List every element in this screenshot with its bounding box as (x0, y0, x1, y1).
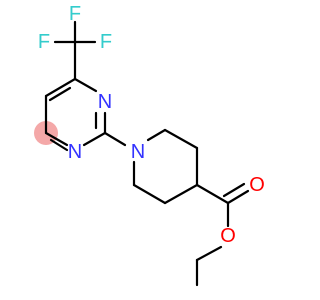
structure-canvas: F F F N N N O O (34, 3, 265, 287)
bond-ring-n1-c2 (82, 131, 107, 147)
bond-carbonyl-o-a (226, 189, 250, 205)
molecule-drawing: F F F N N N O O (34, 3, 265, 287)
bond-ring-n3-c4 (73, 77, 98, 93)
bond-ring-c4-c5-inner (48, 86, 72, 102)
bond-c4-carbonyl (195, 183, 230, 205)
bond-pip-c4-c5 (163, 183, 199, 205)
nitrogen-label: N (131, 141, 145, 163)
nitrogen-label: N (68, 141, 82, 163)
fluorine-label: F (100, 31, 112, 53)
bond-pip-n-c2 (146, 128, 167, 142)
fluorine-label: F (38, 31, 50, 53)
bond-carbonyl-o-b (222, 182, 246, 198)
bond-ring-c6-n1 (44, 131, 69, 147)
bond-o-ethyl (195, 245, 223, 262)
nitrogen-label: N (98, 91, 112, 113)
bond-pip-c2-c3 (163, 128, 199, 150)
bond-ring-c6-n1-inner (49, 138, 69, 152)
bond-pip-c5-c6 (132, 183, 167, 205)
bond-pyrimidine-piperidine (103, 131, 127, 147)
oxygen-label: O (249, 174, 265, 196)
fluorine-label: F (69, 3, 81, 25)
bond-ring-c4-c5 (44, 77, 77, 98)
oxygen-label: O (220, 225, 236, 247)
